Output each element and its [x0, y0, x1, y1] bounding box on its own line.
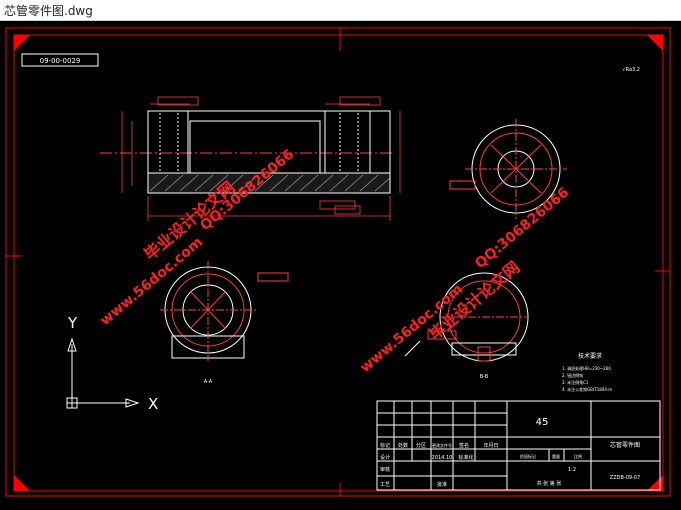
section-view-b	[404, 272, 529, 362]
part-name-text: 芯管零件图	[610, 441, 640, 449]
drawing-code-text: ZZDB-09-07	[610, 475, 640, 481]
stage-header-2: 比例	[574, 453, 582, 459]
sheet-note: 共 张 第 张	[537, 480, 562, 487]
th-0: 标记	[380, 442, 390, 449]
ucs-y-label: Y	[67, 314, 78, 332]
drawing-svg: 09-00-0029 √Ra3.2	[5, 27, 671, 497]
corner-mark-tr	[647, 35, 663, 51]
stage-header-0: 阶段标记	[520, 453, 536, 459]
section-a-label: A-A	[204, 379, 213, 385]
corner-mark-br	[647, 475, 663, 491]
end-view-circle	[449, 119, 567, 219]
window-titlebar: 芯管零件图.dwg	[0, 0, 681, 21]
roughness-note: √Ra3.2	[622, 67, 640, 73]
scale-text: 1:2	[568, 467, 576, 473]
date-text: 2014.10	[432, 455, 453, 461]
corner-mark-bl	[14, 475, 30, 491]
title-block	[376, 400, 661, 491]
tech-req-1: 1. 调质处理HB=230~260	[562, 365, 611, 371]
drawing-number-box	[21, 53, 99, 67]
window-title: 芯管零件图.dwg	[4, 4, 93, 18]
main-dimensions	[121, 96, 401, 221]
th-2: 分区	[416, 442, 426, 449]
row-approve: 批准	[437, 481, 447, 488]
corner-mark-tl	[14, 35, 30, 51]
row-process: 工艺	[380, 482, 390, 488]
section-b-label: B-B	[480, 374, 489, 380]
stage-header-1: 重量	[552, 453, 560, 459]
ucs-x-label: X	[148, 395, 158, 413]
tech-req-4: 4. 未注公差按GB/T1804-m	[562, 386, 612, 392]
tech-req-2: 2. 锐边倒钝	[562, 372, 583, 378]
th-3: 更改文件号	[432, 442, 452, 448]
th-4: 签名	[459, 442, 469, 449]
th-1: 处数	[398, 442, 408, 449]
drawing-number-text: 09-00-0029	[40, 57, 81, 65]
main-section-view	[100, 110, 395, 194]
standardized-text: 标准化	[458, 454, 473, 461]
row-design: 设计	[380, 454, 390, 461]
inner-frame	[13, 34, 664, 492]
outer-frame	[5, 27, 671, 497]
watermark-2c: QQ:306826066	[472, 185, 572, 273]
row-review: 审核	[380, 466, 390, 473]
tech-req-title: 技术要求	[578, 352, 602, 360]
ucs-icon	[66, 337, 140, 409]
th-5: 年月日	[483, 442, 498, 449]
section-view-a	[160, 261, 289, 361]
cad-canvas[interactable]: 09-00-0029 √Ra3.2	[0, 21, 681, 506]
tech-req-3: 3. 未注倒角C1	[562, 379, 589, 385]
material-text: 45	[536, 417, 549, 428]
